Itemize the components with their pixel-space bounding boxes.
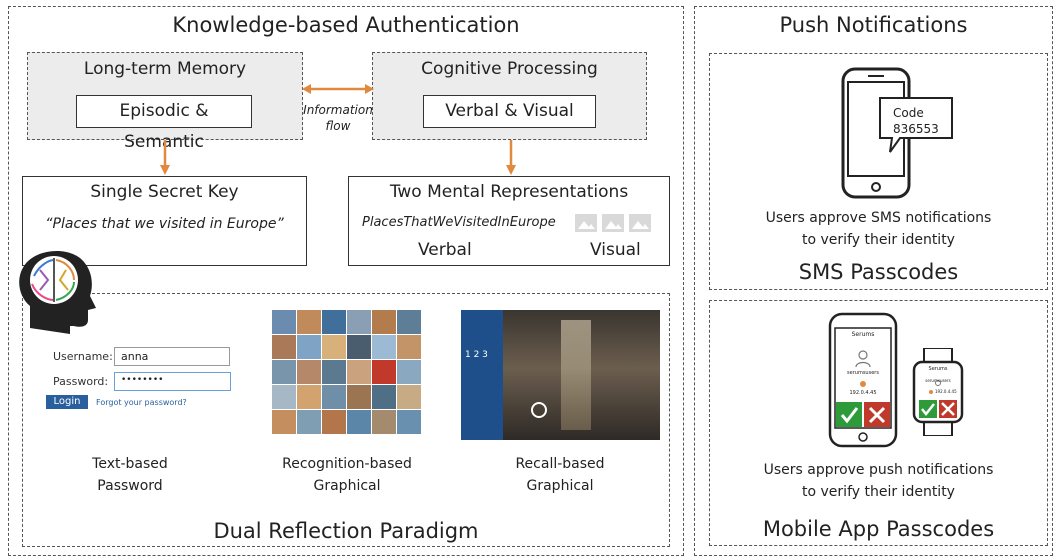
- push-notifications-panel: [694, 6, 1053, 556]
- recall-caption-2: Graphical: [526, 478, 594, 494]
- sms-description-2: to verify their identity: [802, 232, 955, 248]
- password-input[interactable]: ••••••••: [114, 372, 231, 391]
- visual-label: Visual: [590, 240, 641, 260]
- grid-tile: [322, 385, 346, 409]
- username-label: Username:: [53, 350, 113, 363]
- verbal-label: Verbal: [418, 240, 472, 260]
- code-value: 836553: [893, 122, 939, 136]
- grid-tile: [347, 385, 371, 409]
- grid-tile: [372, 410, 396, 434]
- grid-tile: [272, 360, 296, 384]
- sms-description-1: Users approve SMS notifications: [765, 210, 992, 226]
- episodic-semantic-box: Episodic & Semantic: [76, 95, 252, 152]
- watch-app-title: Serums: [928, 366, 948, 372]
- long-term-memory-title: Long-term Memory: [83, 59, 247, 79]
- code-label: Code: [893, 106, 924, 120]
- grid-tile: [397, 310, 421, 334]
- grid-tile: [397, 385, 421, 409]
- phone-app-ip: 192.0.4.45: [849, 390, 877, 396]
- push-notifications-title: Push Notifications: [779, 13, 968, 37]
- grid-tile: [297, 385, 321, 409]
- smartwatch-icon: [912, 348, 964, 436]
- grid-tile: [322, 310, 346, 334]
- grid-tile: [297, 335, 321, 359]
- grid-tile: [372, 360, 396, 384]
- grid-tile: [347, 410, 371, 434]
- verbal-key-text: PlacesThatWeVisitedInEurope: [362, 215, 556, 230]
- app-description-1: Users approve push notifications: [763, 462, 994, 478]
- verbal-visual-box: Verbal & Visual: [423, 95, 596, 128]
- grid-tile: [347, 360, 371, 384]
- down-arrow-left: [160, 140, 170, 175]
- mobile-app-passcodes-title: Mobile App Passcodes: [762, 517, 995, 541]
- grid-tile: [372, 385, 396, 409]
- secret-key-text: “Places that we visited in Europe”: [45, 216, 284, 232]
- text-password-caption-2: Password: [97, 478, 163, 494]
- forgot-password-link[interactable]: Forgot your password?: [96, 398, 187, 407]
- watch-app-ip: 192.0.4.45: [935, 389, 957, 394]
- grid-tile: [322, 335, 346, 359]
- speech-bubble-icon: [879, 97, 953, 153]
- single-secret-key-box: [22, 176, 307, 266]
- watch-app-user: serumsusers: [925, 378, 951, 383]
- knowledge-auth-panel: [8, 6, 684, 556]
- grid-tile: [272, 410, 296, 434]
- information-flow-label-2: flow: [325, 119, 351, 133]
- recall-sidebar: [461, 310, 503, 440]
- grid-tile: [372, 310, 396, 334]
- recall-numbers: 1 2 3: [465, 350, 488, 360]
- image-placeholder-icons: [575, 214, 651, 232]
- sms-passcodes-title: SMS Passcodes: [798, 260, 959, 284]
- two-mental-representations-title: Two Mental Representations: [389, 182, 629, 202]
- cognitive-processing-title: Cognitive Processing: [421, 59, 598, 79]
- recognition-caption-1: Recognition-based: [282, 456, 412, 472]
- grid-tile: [297, 410, 321, 434]
- phone-app-user: serumsusers: [847, 370, 879, 376]
- recall-alley-light: [561, 320, 591, 430]
- knowledge-auth-title: Knowledge-based Authentication: [172, 13, 520, 37]
- grid-tile: [397, 410, 421, 434]
- recognition-caption-2: Graphical: [313, 478, 381, 494]
- information-flow-label: Information: [303, 103, 373, 117]
- app-phone-icon: [828, 312, 898, 448]
- grid-tile: [322, 360, 346, 384]
- username-input[interactable]: anna: [114, 347, 230, 366]
- dual-reflection-box: [22, 293, 670, 547]
- login-button[interactable]: Login: [46, 395, 88, 409]
- down-arrow-right: [506, 140, 516, 175]
- mobile-app-passcodes-box: [709, 300, 1048, 546]
- text-password-caption-1: Text-based: [92, 456, 168, 472]
- recall-photo: 1 2 3: [461, 310, 660, 440]
- grid-tile: [397, 360, 421, 384]
- phone-app-title: Serums: [851, 331, 875, 338]
- recall-target-icon[interactable]: [531, 402, 547, 418]
- grid-tile: [372, 335, 396, 359]
- grid-tile: [272, 310, 296, 334]
- app-description-2: to verify their identity: [802, 484, 955, 500]
- grid-tile: [272, 335, 296, 359]
- grid-tile: [347, 310, 371, 334]
- recognition-image-grid: [272, 310, 424, 437]
- dual-reflection-title: Dual Reflection Paradigm: [213, 519, 479, 543]
- grid-tile: [322, 410, 346, 434]
- sms-passcodes-box: [709, 53, 1048, 290]
- information-flow-arrow: [302, 84, 374, 94]
- grid-tile: [297, 310, 321, 334]
- recall-caption-1: Recall-based: [515, 456, 605, 472]
- grid-tile: [272, 385, 296, 409]
- single-secret-key-title: Single Secret Key: [90, 182, 239, 202]
- grid-tile: [347, 335, 371, 359]
- grid-tile: [297, 360, 321, 384]
- grid-tile: [397, 335, 421, 359]
- password-label: Password:: [53, 375, 109, 388]
- brain-head-icon: [19, 251, 97, 334]
